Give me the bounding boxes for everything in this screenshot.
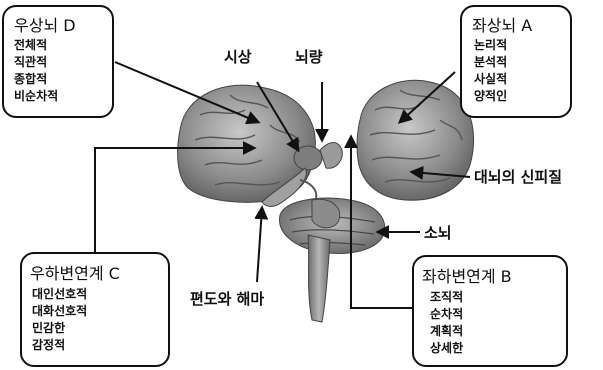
quadrant-d-item: 직관적 <box>14 54 58 71</box>
quadrant-c-item: 대인선호적 <box>32 286 87 303</box>
left-hemisphere <box>357 80 474 200</box>
quadrant-d-item: 전체적 <box>14 37 58 54</box>
quadrant-c-box: 우하변연계 C 대인선호적 대화선호적 민감한 감정적 <box>20 252 170 367</box>
quadrant-b-box: 좌하변연계 B 조직적 순차적 계획적 상세한 <box>412 255 568 367</box>
label-thalamus: 시상 <box>224 46 252 67</box>
quadrant-b-item: 상세한 <box>430 340 463 357</box>
label-corpus-callosum: 뇌량 <box>295 46 323 67</box>
quadrant-b-item: 조직적 <box>430 289 463 306</box>
quadrant-c-item: 감정적 <box>32 337 87 354</box>
quadrant-a-box: 좌상뇌 A 논리적 분석적 사실적 양적인 <box>460 5 572 118</box>
quadrant-b-item: 순차적 <box>430 306 463 323</box>
quadrant-c-title: 우하변연계 C <box>30 260 120 284</box>
label-cerebellum: 소뇌 <box>424 222 452 243</box>
quadrant-c-item: 대화선호적 <box>32 303 87 320</box>
quadrant-d-item: 비순차적 <box>14 88 58 105</box>
quadrant-d-title: 우상뇌 D <box>14 12 76 36</box>
arrow-amygdala <box>257 208 262 282</box>
quadrant-b-item: 계획적 <box>430 323 463 340</box>
quadrant-d-item: 종합적 <box>14 71 58 88</box>
quadrant-a-item: 논리적 <box>474 37 507 54</box>
quadrant-a-item: 분석적 <box>474 54 507 71</box>
quadrant-a-item: 양적인 <box>474 88 507 105</box>
quadrant-c-item: 민감한 <box>32 320 87 337</box>
quadrant-d-box: 우상뇌 D 전체적 직관적 종합적 비순차적 <box>2 5 114 118</box>
quadrant-b-title: 좌하변연계 B <box>422 263 512 287</box>
label-cerebral-cortex: 대뇌의 신피질 <box>474 166 562 187</box>
label-amygdala-hippocampus: 편도와 해마 <box>190 288 264 309</box>
quadrant-a-item: 사실적 <box>474 71 507 88</box>
quadrant-a-title: 좌상뇌 A <box>472 12 532 36</box>
cerebellum-and-stem <box>280 198 385 322</box>
